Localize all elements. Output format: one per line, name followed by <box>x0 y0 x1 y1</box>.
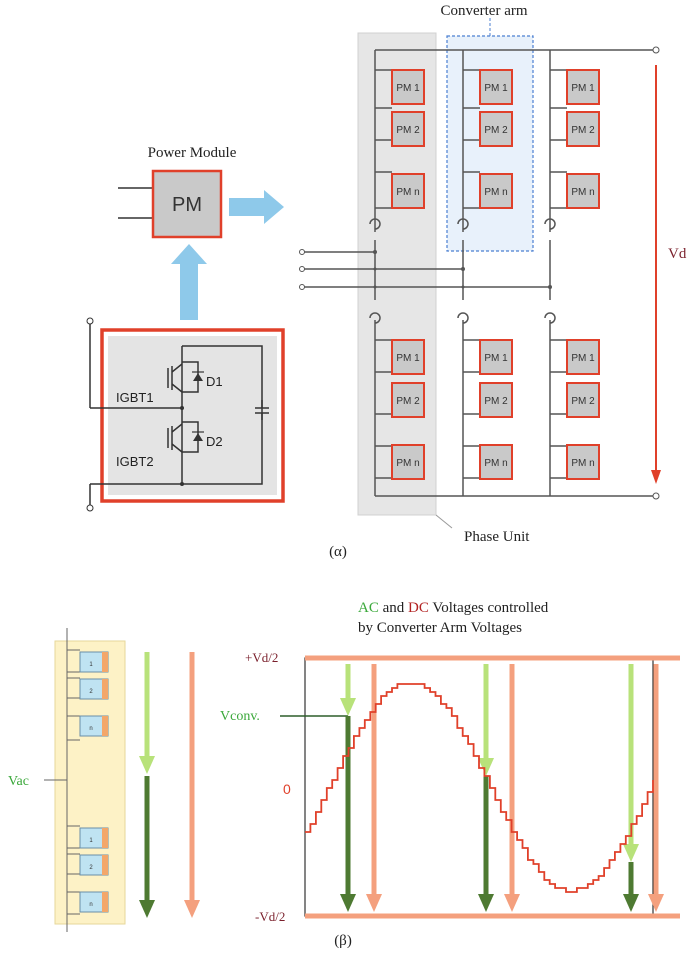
phase-unit-label: Phase Unit <box>464 529 530 545</box>
pm-label: PM n <box>484 187 507 198</box>
pm-label: PM n <box>396 187 419 198</box>
pm-label: PM 2 <box>396 396 420 407</box>
waveform-frame <box>304 657 654 917</box>
title-rest: Voltages controlled <box>429 600 549 616</box>
d2-label: D2 <box>206 434 223 449</box>
bottom-title-line1: AC and DC Voltages controlled <box>358 600 549 616</box>
small-module-label: 1 <box>89 662 93 668</box>
caption-beta: (β) <box>334 933 352 949</box>
title-ac: AC <box>358 600 379 616</box>
power-module-label: Power Module <box>148 145 237 161</box>
pm-label: PM 1 <box>396 83 420 94</box>
arm-voltage-arrows <box>340 664 664 912</box>
igbt2-label: IGBT2 <box>116 454 154 469</box>
pm-block-label: PM <box>172 194 202 216</box>
plus-vd2-label: +Vd/2 <box>245 650 278 665</box>
vac-label: Vac <box>8 774 29 789</box>
pm-label: PM n <box>396 458 419 469</box>
small-module-stack <box>79 651 109 913</box>
small-module-label: 2 <box>89 689 93 695</box>
zero-label: 0 <box>283 781 291 797</box>
vd-label: Vd <box>668 246 687 262</box>
minus-vd2-label: -Vd/2 <box>255 909 285 924</box>
small-module-label: n <box>89 902 92 908</box>
pm-label: PM 1 <box>571 353 595 364</box>
pm-label: PM n <box>571 458 594 469</box>
caption-alpha: (α) <box>329 544 347 560</box>
pm-label: PM n <box>484 458 507 469</box>
ac-sine-waveform <box>305 683 654 893</box>
bottom-title-line2: by Converter Arm Voltages <box>358 620 522 636</box>
converter-arm-label: Converter arm <box>440 3 527 19</box>
pm-label: PM 1 <box>484 353 508 364</box>
igbt1-label: IGBT1 <box>116 390 154 405</box>
title-and: and <box>379 600 408 616</box>
title-dc: DC <box>408 600 429 616</box>
pm-label: PM 2 <box>484 396 508 407</box>
pm-block <box>151 169 223 239</box>
d1-label: D1 <box>206 374 223 389</box>
small-module-label: 1 <box>89 838 93 844</box>
top-diagram: PM 1 PM 2 PM n PM 1 PM 2 PM n PM 1 PM 2 … <box>86 3 687 560</box>
pm-label: PM 2 <box>484 125 508 136</box>
pm-label: PM 1 <box>571 83 595 94</box>
bottom-diagram: 1 2 n 1 2 n Vac AC and DC Voltages contr… <box>8 600 680 949</box>
pm-label: PM 1 <box>396 353 420 364</box>
arrow-up <box>171 244 207 320</box>
phase-unit-region <box>357 32 437 516</box>
small-module-label: n <box>89 726 92 732</box>
arrow-right <box>229 190 284 224</box>
pm-label: PM 2 <box>571 396 595 407</box>
vconv-label: Vconv. <box>220 709 260 724</box>
small-module-label: 2 <box>89 865 93 871</box>
pm-label: PM 2 <box>571 125 595 136</box>
pm-label: PM 1 <box>484 83 508 94</box>
pm-label: PM 2 <box>396 125 420 136</box>
pm-label: PM n <box>571 187 594 198</box>
